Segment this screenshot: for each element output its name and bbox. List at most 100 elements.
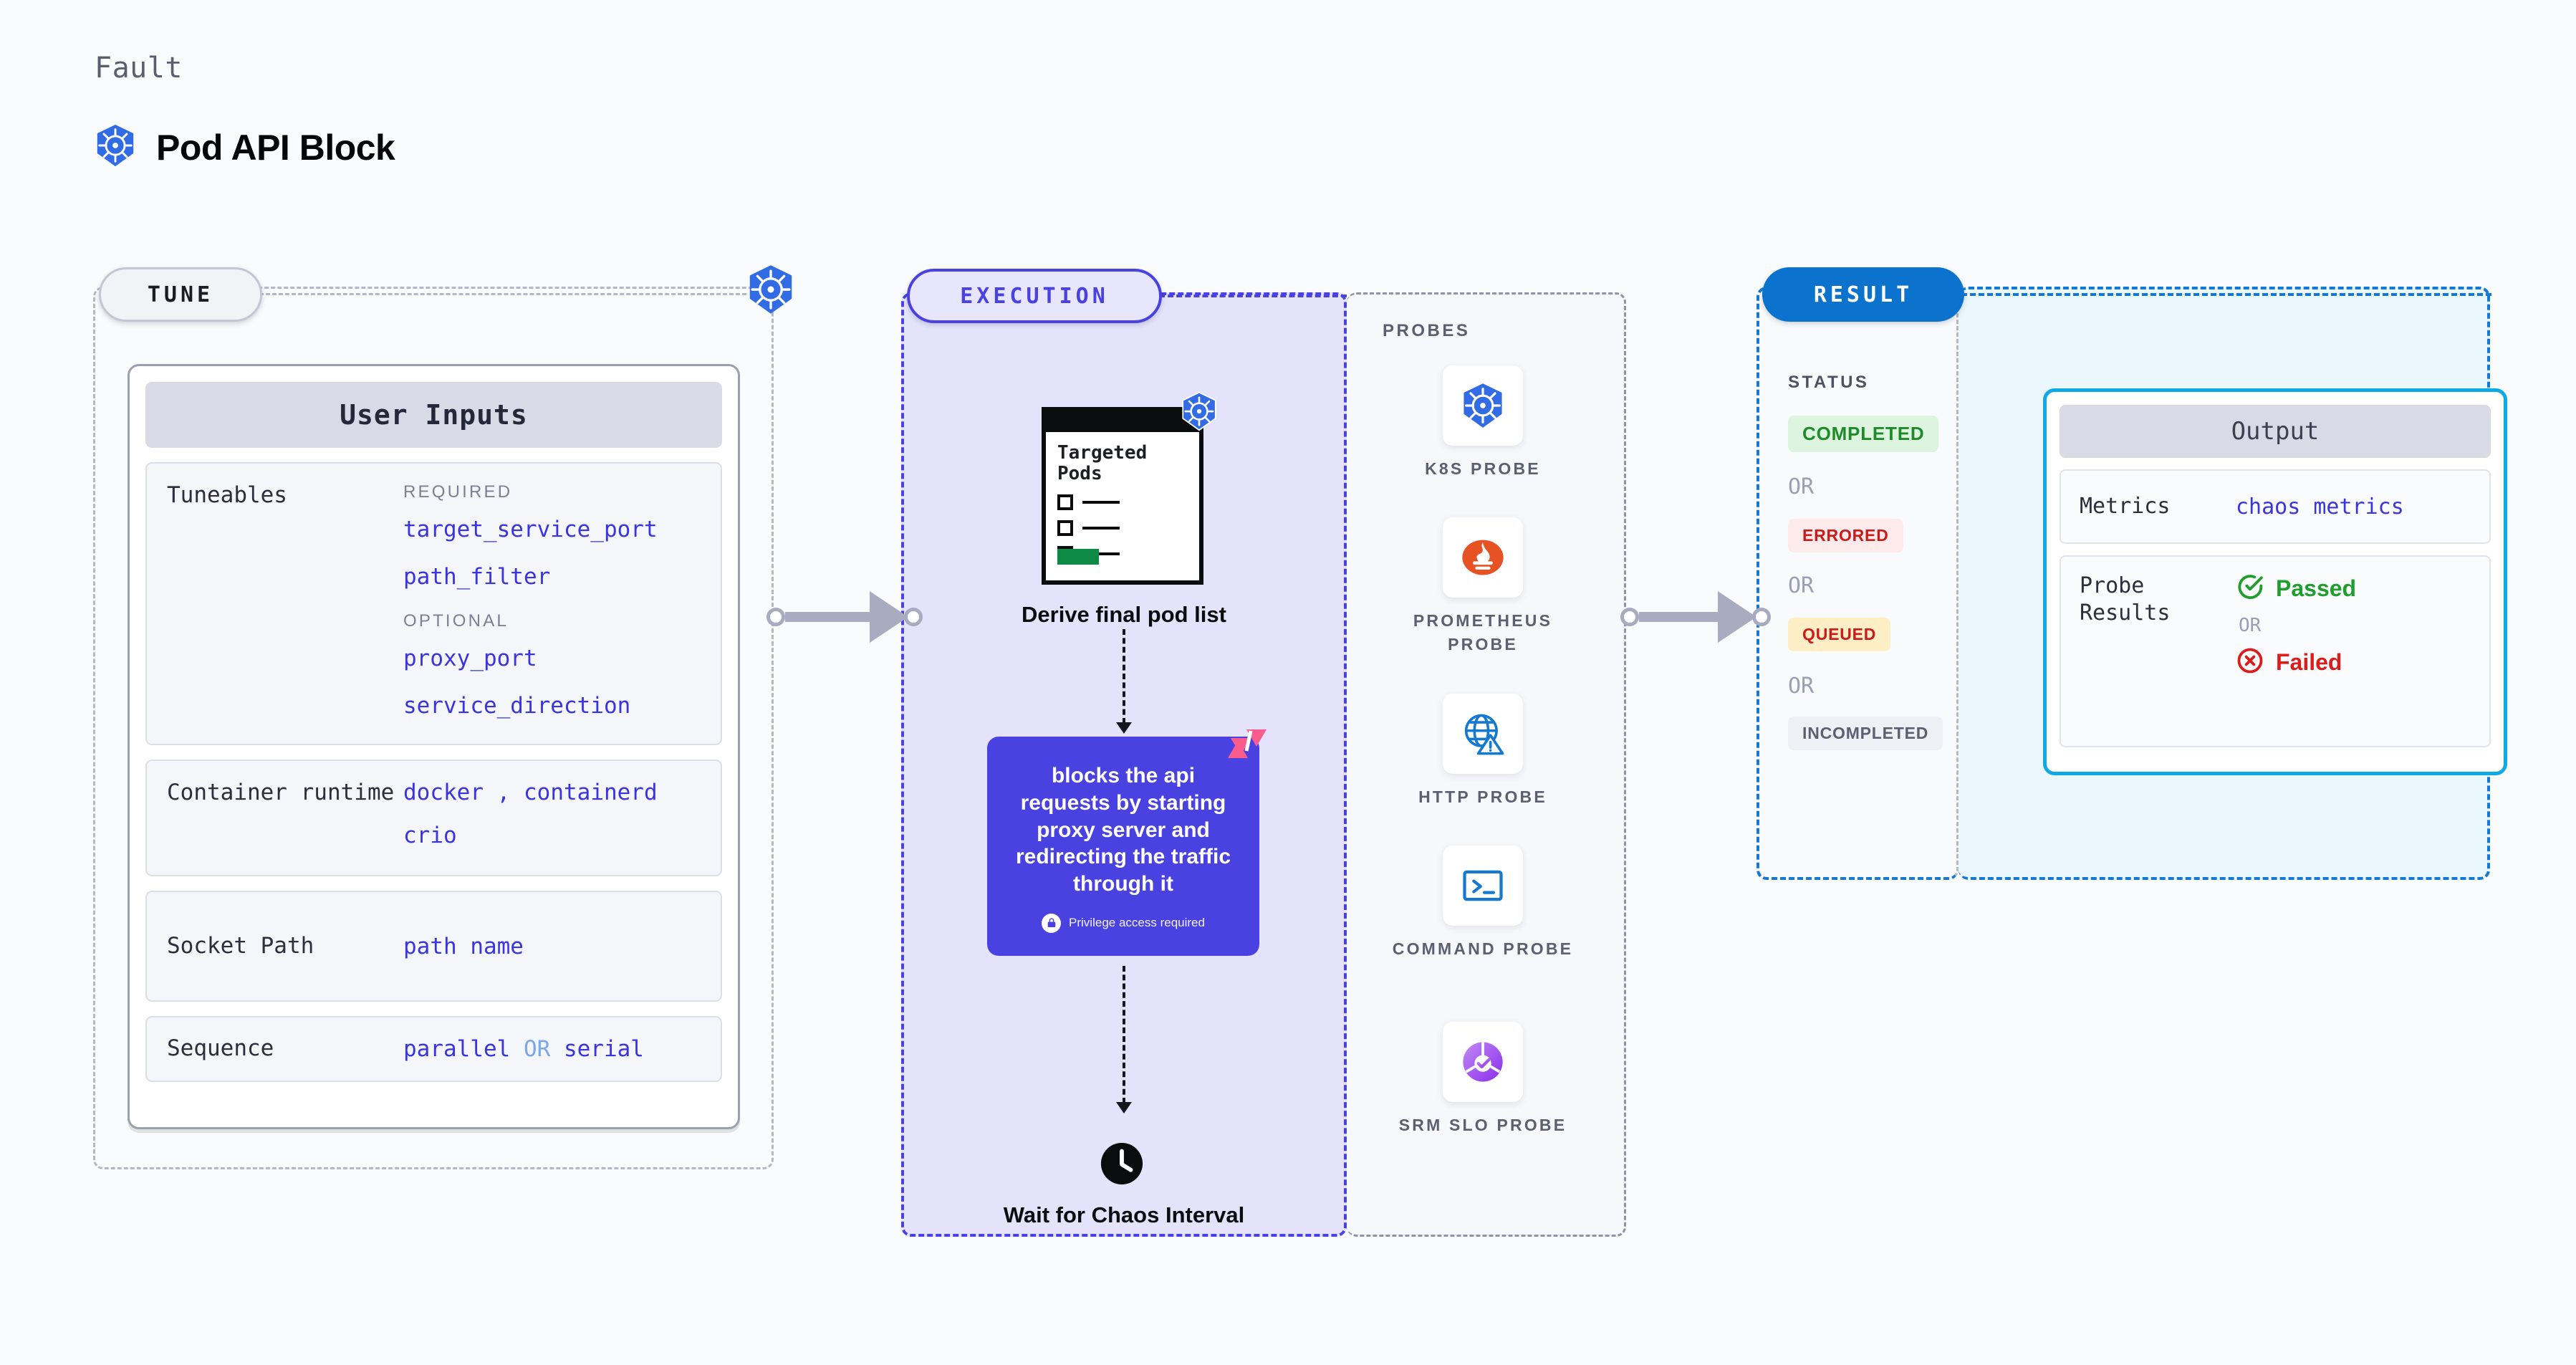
sequence-parallel[interactable]: parallel: [403, 1036, 511, 1062]
probe-srm-slo[interactable]: SRM SLO PROBE: [1390, 1022, 1576, 1137]
sequence-values: parallel OR serial: [403, 1036, 644, 1062]
execution-flow: Targeted Pods: [901, 292, 1347, 1237]
tune-section-frame: [93, 287, 774, 1169]
checkbox-icon: [1057, 520, 1073, 536]
probe-label: PROMETHEUS PROBE: [1413, 611, 1553, 653]
sequence-label: Sequence: [167, 1035, 274, 1062]
container-runtime-label: Container runtime: [167, 780, 395, 805]
kubernetes-icon: [745, 264, 797, 315]
connector-start-dot: [1620, 608, 1639, 626]
tuneables-row: Tuneables REQUIRED target_service_port p…: [145, 462, 722, 745]
sequence-or: OR: [523, 1036, 551, 1062]
connector-end-dot: [904, 608, 923, 626]
runtime-separator: ,: [496, 780, 511, 805]
optional-category-label: OPTIONAL: [403, 611, 509, 631]
result-header-connector: [1961, 293, 2491, 296]
list-item: [1057, 520, 1120, 536]
probe-label: COMMAND PROBE: [1392, 939, 1574, 958]
list-item: [1057, 494, 1120, 510]
connector-arrowhead: [870, 591, 908, 643]
stage-pill-result[interactable]: RESULT: [1762, 267, 1964, 322]
probe-result-or: OR: [2239, 615, 2262, 636]
tuneable-path-filter[interactable]: path_filter: [403, 564, 551, 590]
probe-label: HTTP PROBE: [1418, 787, 1547, 806]
clock-icon: [1100, 1141, 1144, 1186]
check-circle-icon: [2236, 573, 2264, 605]
connector-bar: [1639, 612, 1719, 622]
user-inputs-title: User Inputs: [145, 382, 722, 448]
x-circle-icon: [2236, 646, 2264, 679]
probe-k8s[interactable]: K8S PROBE: [1390, 365, 1576, 481]
probes-section-label: PROBES: [1383, 321, 1471, 340]
litmus-chaos-icon: [1222, 725, 1268, 771]
probe-http[interactable]: HTTP PROBE: [1390, 694, 1576, 809]
placeholder-line: [1082, 552, 1120, 555]
kubernetes-icon: [1443, 365, 1523, 446]
connector-end-dot: [1752, 608, 1771, 626]
probe-command[interactable]: COMMAND PROBE: [1390, 846, 1576, 961]
probe-label: SRM SLO PROBE: [1398, 1116, 1567, 1134]
passed-label: Passed: [2276, 575, 2357, 601]
privilege-note-text: Privilege access required: [1069, 916, 1205, 930]
output-title: Output: [2060, 405, 2491, 458]
targeted-pods-title: Targeted Pods: [1057, 442, 1148, 485]
socket-path-value[interactable]: path name: [403, 933, 524, 959]
runtime-crio[interactable]: crio: [403, 823, 457, 848]
targeted-pods-card: Targeted Pods: [1042, 391, 1216, 585]
step-caption-wait-for-chaos-interval: Wait for Chaos Interval: [1003, 1202, 1245, 1227]
tuneables-values: REQUIRED target_service_port path_filter…: [403, 482, 658, 725]
status-label: STATUS: [1788, 373, 1870, 392]
status-or-2: OR: [1788, 573, 1815, 598]
chaos-action-card: blocks the api requests by starting prox…: [987, 729, 1267, 956]
srm-slo-donut-icon: [1443, 1022, 1523, 1102]
probe-result-passed: Passed: [2236, 573, 2356, 605]
sequence-row: Sequence parallel OR serial: [145, 1016, 722, 1082]
flow-arrow-head: [1116, 722, 1132, 734]
probe-result-failed: Failed: [2236, 646, 2356, 679]
connector-bar: [785, 612, 871, 622]
status-or-3: OR: [1788, 674, 1815, 699]
page-title-row: Pod API Block: [93, 123, 395, 171]
socket-path-row: Socket Path path name: [145, 891, 722, 1002]
fault-kicker: Fault: [95, 52, 183, 85]
probe-label: K8S PROBE: [1425, 459, 1541, 478]
required-category-label: REQUIRED: [403, 482, 513, 502]
stage-pill-tune[interactable]: TUNE: [99, 267, 262, 322]
tuneable-proxy-port[interactable]: proxy_port: [403, 646, 537, 671]
targeted-pods-frame: Targeted Pods: [1042, 407, 1203, 585]
card-titlebar: [1045, 411, 1200, 432]
metrics-value[interactable]: chaos metrics: [2236, 494, 2404, 519]
stage-pill-execution[interactable]: EXECUTION: [907, 269, 1162, 323]
status-bar: [1057, 549, 1099, 565]
sequence-serial[interactable]: serial: [563, 1036, 644, 1062]
status-badge-completed: COMPLETED: [1788, 416, 1939, 452]
flow-arrow-line: [1123, 629, 1125, 724]
placeholder-line: [1082, 501, 1120, 504]
user-inputs-card: User Inputs Tuneables REQUIRED target_se…: [128, 364, 740, 1129]
step-caption-derive-pod-list: Derive final pod list: [1022, 602, 1226, 627]
chaos-action-description: blocks the api requests by starting prox…: [1015, 764, 1231, 896]
flow-arrow-head: [1116, 1102, 1132, 1113]
probe-prometheus[interactable]: PROMETHEUS PROBE: [1390, 517, 1576, 656]
tuneable-service-direction[interactable]: service_direction: [403, 693, 631, 719]
runtime-docker[interactable]: docker: [403, 780, 484, 805]
checkbox-icon: [1057, 494, 1073, 510]
socket-path-label: Socket Path: [167, 932, 314, 959]
tuneable-target-service-port[interactable]: target_service_port: [403, 517, 658, 542]
lock-icon: [1042, 913, 1062, 933]
placeholder-line: [1082, 527, 1120, 530]
tuneables-label: Tuneables: [167, 482, 287, 508]
metrics-label: Metrics: [2080, 494, 2171, 519]
failed-label: Failed: [2276, 649, 2342, 675]
page-title: Pod API Block: [156, 127, 395, 168]
connector-start-dot: [766, 608, 785, 626]
metrics-row: Metrics chaos metrics: [2060, 469, 2491, 544]
output-card: Output Metrics chaos metrics Probe Resul…: [2043, 388, 2507, 775]
kubernetes-icon: [1179, 391, 1219, 431]
runtime-containerd[interactable]: containerd: [524, 780, 658, 805]
privilege-note: Privilege access required: [1042, 913, 1205, 933]
tune-header-connector: [259, 293, 746, 295]
terminal-icon: [1443, 846, 1523, 926]
status-or-1: OR: [1788, 474, 1815, 499]
probe-results-row: Probe Results Passed OR: [2060, 555, 2491, 747]
